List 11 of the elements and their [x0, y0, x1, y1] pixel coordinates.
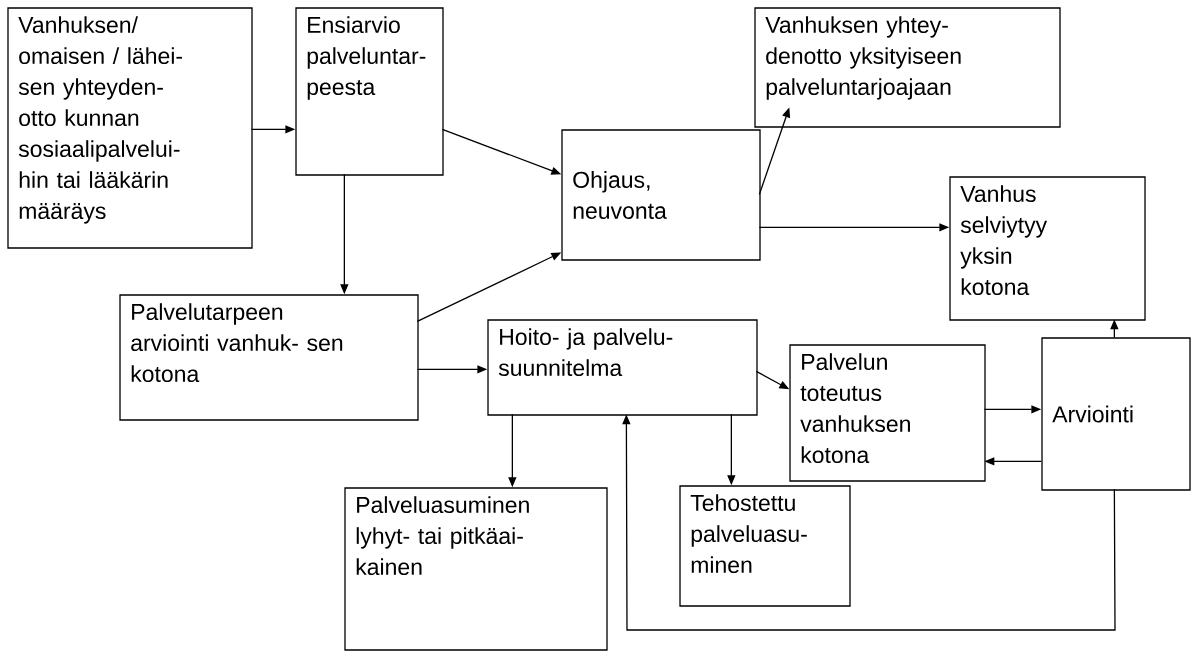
process-box: Arviointi: [1041, 337, 1191, 491]
process-box: Hoito- ja palvelu- suunnitelma: [487, 319, 758, 416]
process-box: Palveluasuminen lyhyt- tai pitkäai- kainen: [344, 487, 608, 651]
process-box: Vanhus selviytyy yksin kotona: [949, 176, 1146, 321]
process-box: Ensiarvio palveluntar- peesta: [295, 7, 444, 176]
process-box: Ohjaus, neuvonta: [561, 129, 761, 261]
process-box: Palvelutarpeen arviointi vanhuk- sen kotona: [119, 294, 419, 421]
process-box: Tehostettu palveluasu- minen: [679, 485, 851, 607]
process-box: Vanhuksen yhtey- denotto yksityiseen palveluntarjoajaan: [754, 7, 1061, 128]
process-box: Palvelun toteutus vanhuksen kotona: [789, 344, 986, 482]
process-box: Vanhuksen/ omaisen / lähei- sen yhteyden- otto kunnan sosiaalipalvelui- hin tai lääkärin määräys: [7, 7, 253, 249]
